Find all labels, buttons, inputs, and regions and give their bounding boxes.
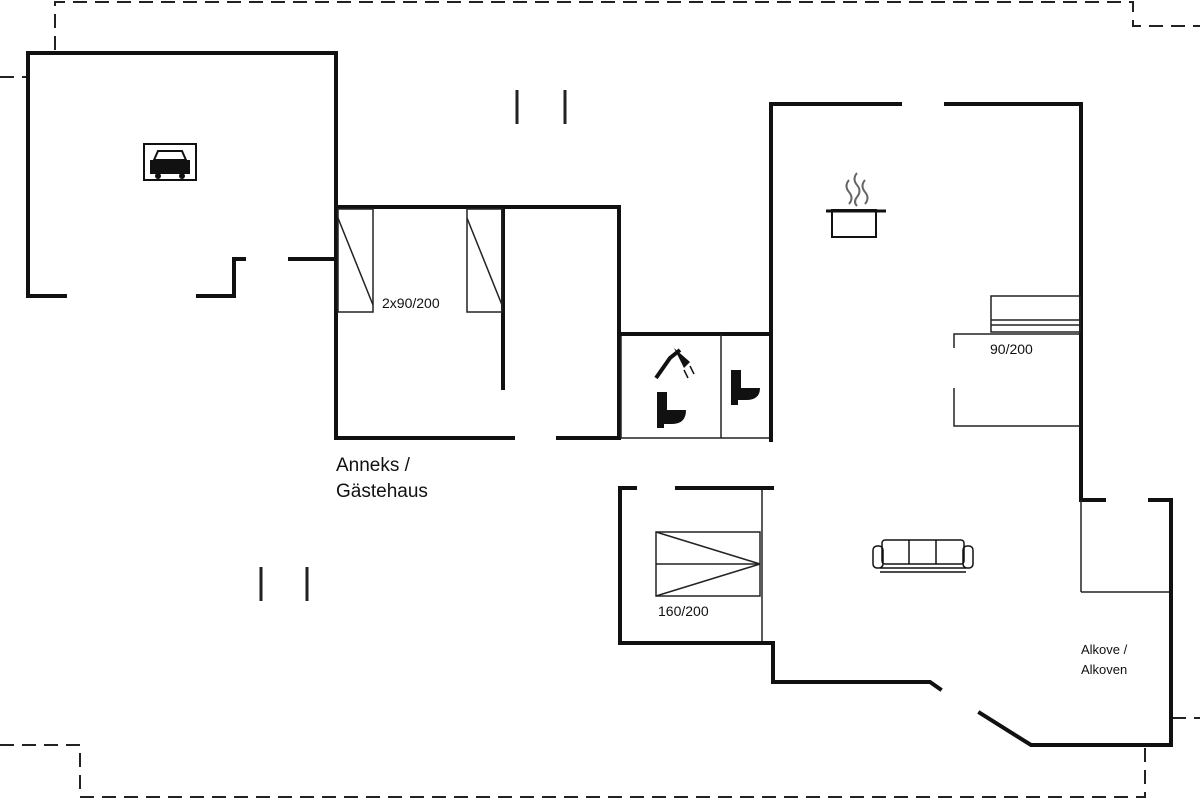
car-icon [143, 143, 197, 181]
guest-beds [337, 208, 503, 313]
garage-walls [26, 51, 338, 298]
alcove-label: Alkove / Alkoven [1081, 640, 1127, 680]
cooking-pot-icon [826, 172, 886, 238]
annex-label-line2: Gästehaus [336, 481, 428, 502]
toilet-icon [657, 392, 686, 428]
single-bed-room [953, 295, 1081, 427]
single-bed-size-label: 90/200 [990, 341, 1033, 357]
shower-icon [654, 348, 695, 380]
double-bed-room [655, 490, 763, 641]
openings [259, 90, 567, 601]
alcove-label-line2: Alkoven [1081, 662, 1128, 677]
alcove-label-line1: Alkove / [1081, 642, 1128, 657]
main-house-walls [618, 102, 1173, 747]
bathroom-walls [617, 332, 773, 439]
annex-label: Anneks / Gästehaus [336, 453, 428, 505]
toilet-icon [731, 370, 760, 405]
sofa-icon [872, 539, 974, 573]
double-bed-size-label: 160/200 [658, 603, 709, 619]
guest-beds-size-label: 2x90/200 [382, 295, 440, 311]
annex-walls [334, 205, 621, 440]
annex-label-line1: Anneks / [336, 455, 410, 476]
